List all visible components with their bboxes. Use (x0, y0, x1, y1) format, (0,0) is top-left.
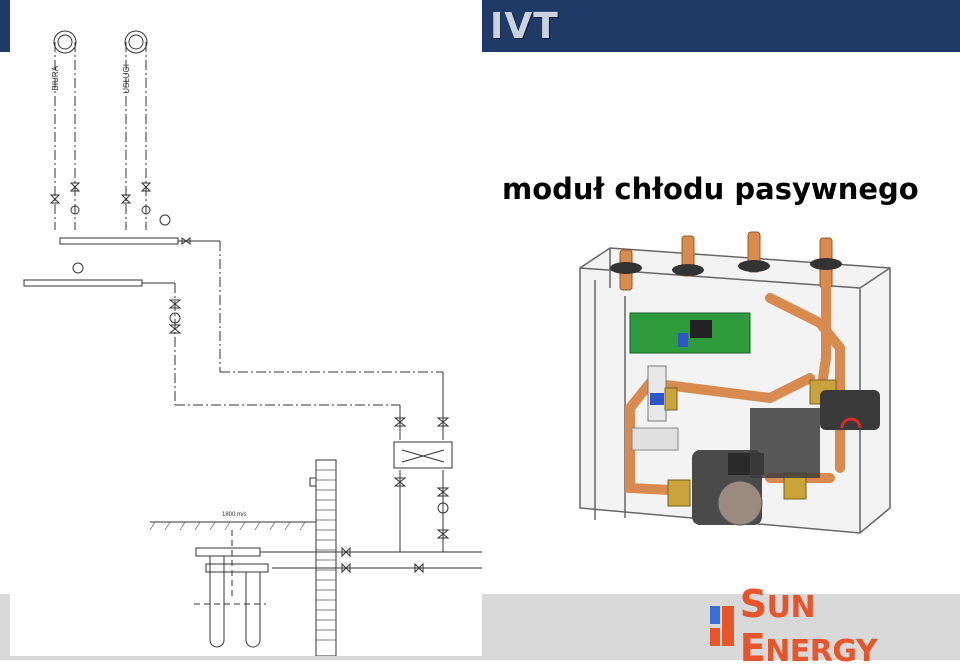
logo-mark-icon (710, 606, 734, 646)
sun-energy-logo: SUN ENERGY (710, 582, 960, 670)
coil-right-icon (124, 30, 148, 54)
label-left-circuit: BIURA (51, 65, 60, 90)
label-flow-note: 1800 m/s (222, 512, 247, 518)
coil-left-icon (53, 30, 77, 54)
heat-exchanger (393, 441, 453, 469)
logo-text: SUN ENERGY (739, 582, 878, 670)
valve-actuator (820, 390, 880, 430)
brand-logo: IVT (490, 6, 559, 47)
schematic-drawing: BIURA USŁUGI 1800 m/s (23, 30, 482, 657)
cooling-module-illustration (579, 231, 891, 534)
hydraulic-schematic: BIURA USŁUGI 1800 m/s (10, 0, 482, 657)
label-right-circuit: USŁUGI (122, 64, 131, 94)
page-title: moduł chłodu pasywnego (502, 172, 919, 206)
